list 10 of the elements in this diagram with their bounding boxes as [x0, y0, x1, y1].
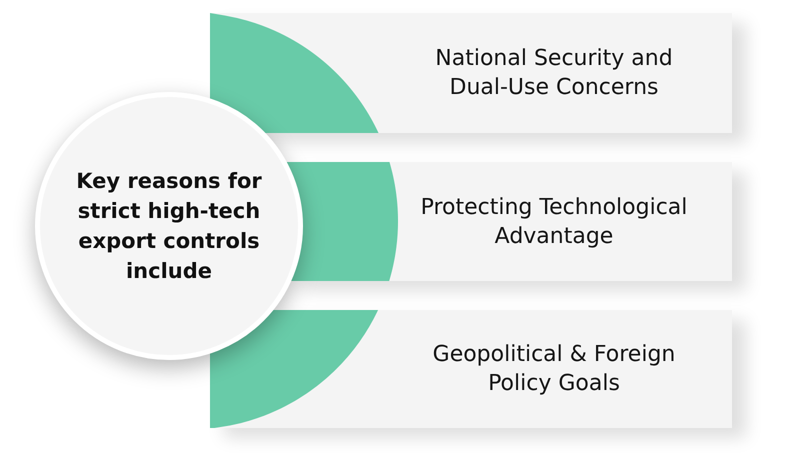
semicircle-segment	[287, 162, 398, 281]
semicircle-segment	[210, 13, 379, 133]
reason-box	[210, 13, 732, 133]
reason-text: Protecting Technological Advantage	[420, 194, 688, 250]
reason-box	[287, 162, 732, 281]
semicircle-segment	[210, 310, 378, 428]
reason-text: National Security and Dual-Use Concerns	[434, 45, 674, 102]
reason-box	[210, 310, 732, 428]
reason-text: Geopolitical & Foreign Policy Goals	[432, 341, 676, 398]
circle-text: Key reasons for strict high-tech export controls include	[75, 168, 263, 285]
